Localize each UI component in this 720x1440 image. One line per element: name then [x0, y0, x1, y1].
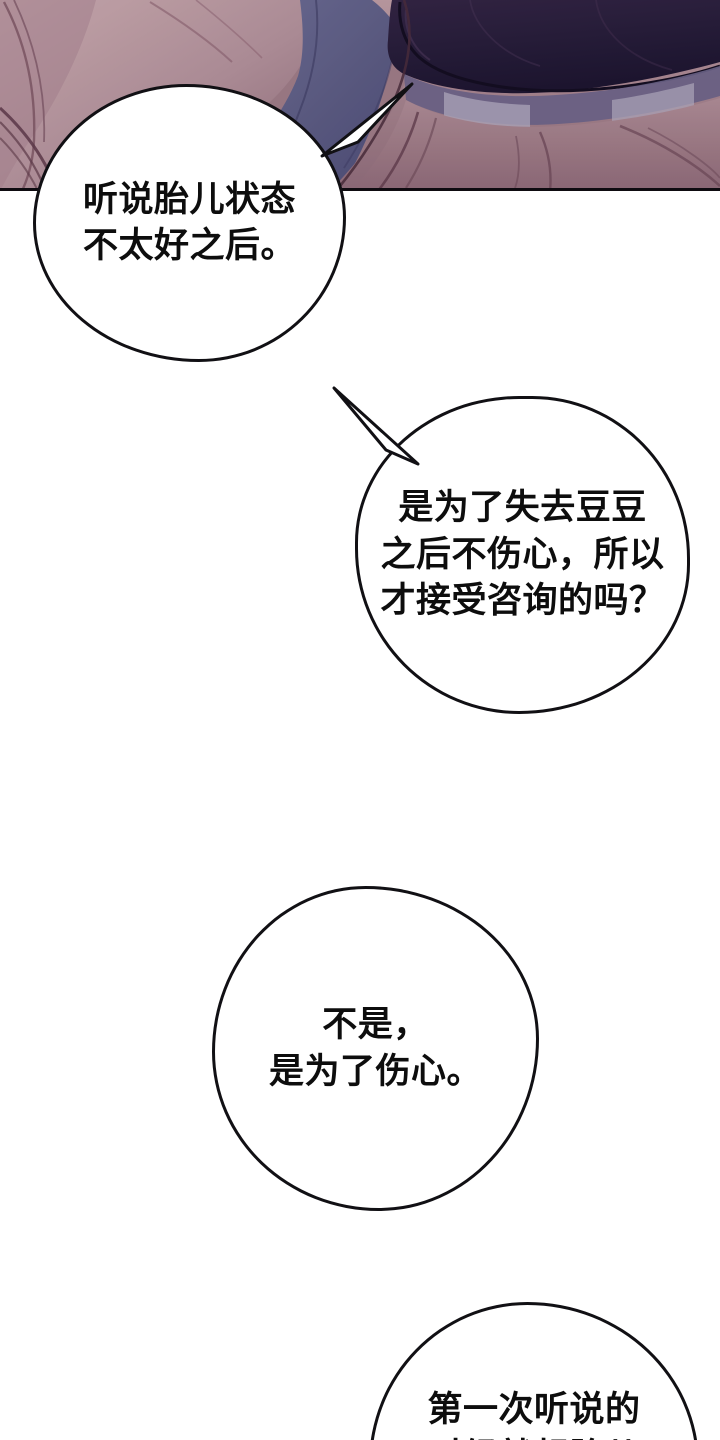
speech-bubble-1-text: 听说胎儿状态 不太好之后。	[82, 179, 296, 265]
speech-bubble-4-text: 第一次听说的 时候就想胎儿	[427, 1390, 641, 1440]
speech-bubble-2[interactable]: 是为了失去豆豆 之后不伤心，所以 才接受咨询的吗？	[355, 396, 690, 714]
speech-bubble-tail-2	[332, 386, 420, 466]
speech-bubble-3-text: 不是， 是为了伤心。	[268, 1004, 482, 1091]
speech-bubble-1[interactable]: 听说胎儿状态 不太好之后。	[33, 84, 346, 362]
speech-bubble-2-text: 是为了失去豆豆 之后不伤心，所以 才接受咨询的吗？	[380, 488, 665, 621]
speech-bubble-3[interactable]: 不是， 是为了伤心。	[212, 886, 539, 1211]
speech-bubble-tail-1	[320, 82, 414, 158]
speech-bubble-4[interactable]: 第一次听说的 时候就想胎儿	[369, 1302, 699, 1440]
